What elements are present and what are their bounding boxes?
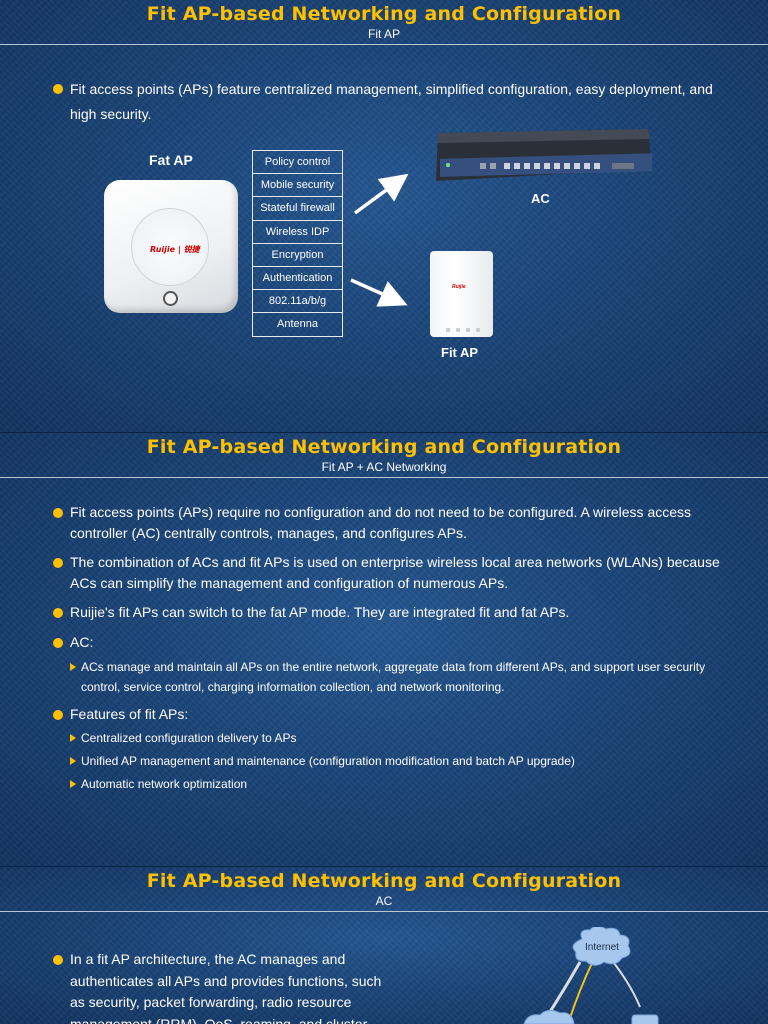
slide-subtitle: AC bbox=[375, 894, 393, 908]
bullet-item: Fit access points (APs) feature centrali… bbox=[53, 78, 750, 125]
slide-title: Fit AP-based Networking and Configuratio… bbox=[146, 3, 622, 25]
triangle-bullet-icon bbox=[70, 734, 76, 742]
bullet-item: In a fit AP architecture, the AC manages… bbox=[53, 949, 400, 1024]
internet-cloud-icon bbox=[572, 927, 631, 966]
bullet-dot-icon bbox=[53, 638, 63, 648]
ac-device-image bbox=[436, 129, 652, 181]
bullet-item: AC: bbox=[53, 632, 750, 653]
sub-bullet-item: Centralized configuration delivery to AP… bbox=[70, 728, 751, 748]
slide-fit-ap: Fit AP-based Networking and Configuratio… bbox=[0, 0, 768, 432]
internet-label: Internet bbox=[585, 942, 619, 953]
fit-ap-label: Fit AP bbox=[441, 345, 479, 360]
split-arrows-icon bbox=[350, 173, 409, 307]
bullet-dot-icon bbox=[53, 710, 63, 720]
feature-cell: Policy control bbox=[253, 151, 342, 175]
feature-cell: Antenna bbox=[277, 318, 318, 331]
title-divider bbox=[0, 44, 768, 45]
slide-ac: Fit AP-based Networking and Configuratio… bbox=[0, 867, 768, 1024]
bullet-item: The combination of ACs and fit APs is us… bbox=[53, 552, 750, 594]
fat-ap-device-image: Ruijie | 锐捷 bbox=[104, 180, 238, 313]
power-button-icon bbox=[163, 291, 178, 306]
bullet-item: Ruijie's fit APs can switch to the fat A… bbox=[53, 602, 750, 623]
triangle-bullet-icon bbox=[70, 757, 76, 765]
fit-ap-device-image: Ruijie bbox=[430, 251, 493, 337]
triangle-bullet-icon bbox=[70, 780, 76, 788]
feature-cell: Encryption bbox=[253, 244, 342, 267]
bullet-dot-icon bbox=[53, 84, 63, 94]
feature-cell: 802.11a/b/g bbox=[253, 290, 342, 314]
fat-ap-label: Fat AP bbox=[149, 152, 193, 168]
triangle-bullet-icon bbox=[70, 663, 76, 671]
slide-title: Fit AP-based Networking and Configuratio… bbox=[146, 870, 622, 892]
slide-subtitle: Fit AP + AC Networking bbox=[321, 460, 447, 474]
fit-ap-brand-logo: Ruijie bbox=[452, 284, 466, 290]
feature-cell: Wireless IDP bbox=[253, 221, 342, 244]
bullet-item: Features of fit APs: bbox=[53, 704, 750, 725]
slide-subtitle: Fit AP bbox=[367, 27, 400, 41]
slide-title: Fit AP-based Networking and Configuratio… bbox=[146, 436, 622, 458]
title-divider bbox=[0, 911, 768, 912]
sub-bullet-item: Automatic network optimization bbox=[70, 774, 751, 794]
feature-stack: Policy control Mobile security Stateful … bbox=[252, 150, 343, 337]
ac-label: AC bbox=[531, 191, 550, 206]
bullet-dot-icon bbox=[53, 558, 63, 568]
sub-bullet-item: Unified AP management and maintenance (c… bbox=[70, 751, 751, 771]
bullet-dot-icon bbox=[53, 955, 63, 965]
bullet-item: Fit access points (APs) require no confi… bbox=[53, 502, 750, 544]
feature-cell: Stateful firewall bbox=[253, 197, 342, 221]
fat-ap-brand-logo: Ruijie | 锐捷 bbox=[150, 245, 200, 254]
feature-cell: Mobile security bbox=[253, 174, 342, 198]
network-diagram: Internet bbox=[523, 927, 659, 1024]
bullet-dot-icon bbox=[53, 508, 63, 518]
sub-bullet-item: ACs manage and maintain all APs on the e… bbox=[70, 657, 751, 697]
slide-fit-ap-ac-networking: Fit AP-based Networking and Configuratio… bbox=[0, 433, 768, 866]
title-divider bbox=[0, 477, 768, 478]
bullet-dot-icon bbox=[53, 608, 63, 618]
feature-cell: Authentication bbox=[253, 267, 342, 291]
